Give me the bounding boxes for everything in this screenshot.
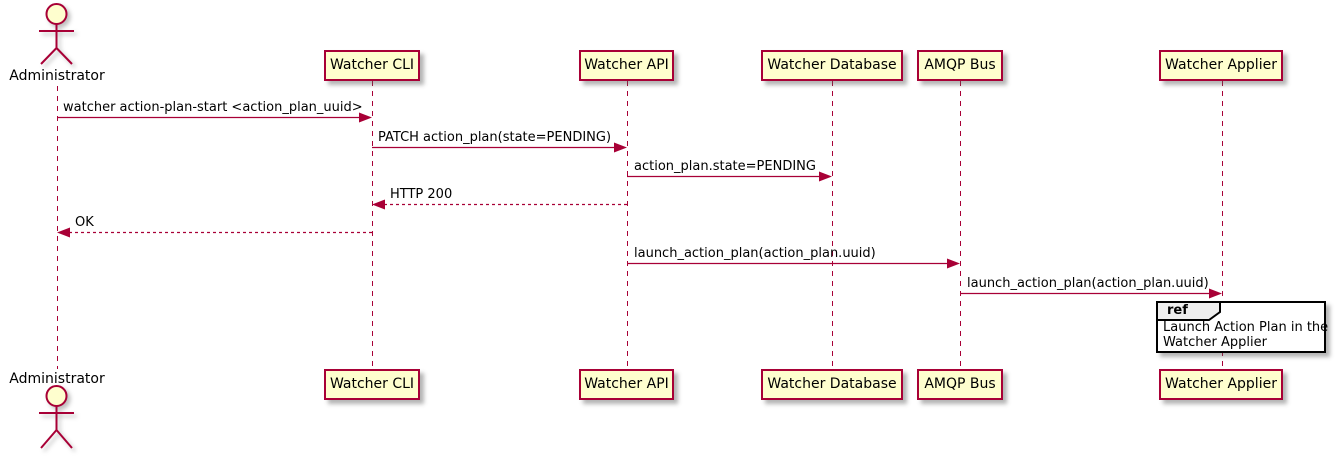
actor-icon-top	[39, 3, 74, 65]
participant-amqp-bus-bottom: AMQP Bus	[917, 369, 1003, 400]
arrow-message-3	[627, 171, 832, 182]
arrow-message-2	[372, 142, 627, 153]
arrow-message-6	[627, 258, 960, 269]
message-label-5: OK	[75, 215, 94, 230]
lifelines	[57, 81, 1223, 369]
message-label-2: PATCH action_plan(state=PENDING)	[378, 130, 612, 145]
actor-icon-bottom	[39, 385, 74, 449]
ref-header-shape	[1156, 301, 1221, 321]
participant-watcher-applier-top: Watcher Applier	[1159, 50, 1283, 81]
message-label-7: launch_action_plan(action_plan.uuid)	[967, 276, 1209, 291]
ref-fragment: ref Launch Action Plan in the Watcher Ap…	[1156, 301, 1329, 353]
message-label-3: action_plan.state=PENDING	[634, 159, 816, 174]
participant-watcher-cli-top: Watcher CLI	[324, 50, 420, 81]
message-label-4: HTTP 200	[390, 187, 453, 202]
message-label-6: launch_action_plan(action_plan.uuid)	[634, 246, 876, 261]
arrow-message-5	[57, 227, 372, 238]
arrow-message-7	[960, 288, 1222, 299]
participant-watcher-api-top: Watcher API	[579, 50, 674, 81]
actor-label-top: Administrator	[9, 68, 105, 84]
participant-watcher-database-top: Watcher Database	[761, 50, 903, 81]
participant-watcher-api-bottom: Watcher API	[579, 369, 674, 400]
message-arrows	[57, 112, 1222, 299]
actor-label-bottom: Administrator	[9, 371, 105, 387]
message-label-1: watcher action-plan-start <action_plan_u…	[63, 100, 363, 115]
arrow-message-1	[57, 112, 372, 123]
participant-watcher-database-bottom: Watcher Database	[761, 369, 903, 400]
ref-text-line-2: Watcher Applier	[1163, 335, 1267, 350]
participant-watcher-cli-bottom: Watcher CLI	[324, 369, 420, 400]
ref-keyword: ref	[1167, 303, 1188, 318]
participant-amqp-bus-top: AMQP Bus	[917, 50, 1003, 81]
participant-watcher-applier-bottom: Watcher Applier	[1159, 369, 1283, 400]
ref-text-line-1: Launch Action Plan in the	[1163, 320, 1329, 335]
arrow-message-4	[372, 199, 627, 210]
